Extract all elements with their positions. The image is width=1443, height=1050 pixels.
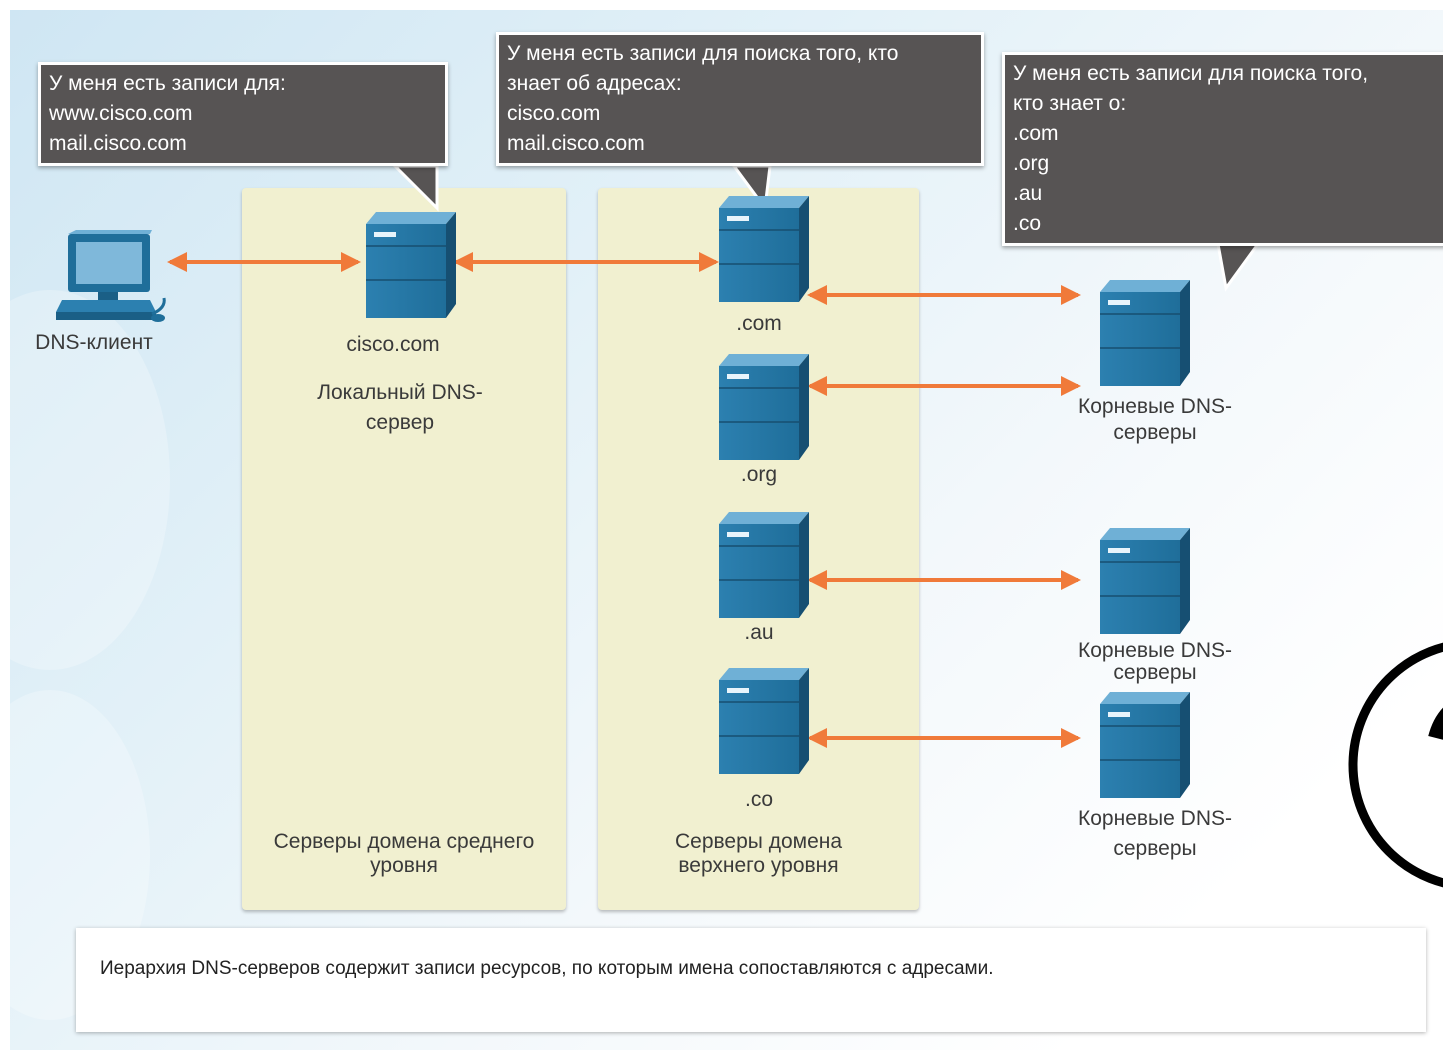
- callout-line: У меня есть записи для:: [49, 72, 286, 95]
- callout-line: www.cisco.com: [49, 102, 193, 125]
- server-au-icon: [718, 511, 810, 619]
- local-server-icon: [365, 211, 457, 319]
- caption-text: Иерархия DNS-серверов содержит записи ре…: [100, 958, 994, 979]
- server-co-icon: [718, 667, 810, 775]
- label-line: Корневые DNS-: [1078, 395, 1232, 418]
- root-callout: У меня есть записи для поиска того, кто …: [1002, 52, 1443, 246]
- root-label: Корневые DNS- серверы: [1040, 804, 1270, 864]
- root-server-icon: [1099, 527, 1191, 635]
- label-line: Корневые DNS-: [1078, 807, 1232, 830]
- root-label: Корневые DNS- серверы: [1040, 640, 1270, 684]
- label-line: серверы: [1113, 837, 1197, 860]
- root-server-icon: [1099, 691, 1191, 799]
- callout-line: .org: [1013, 152, 1050, 175]
- callout-line: У меня есть записи для поиска того, кто: [507, 42, 899, 65]
- root-server-icon: [1099, 279, 1191, 387]
- help-icon[interactable]: [1348, 642, 1443, 888]
- local-server-role: Локальный DNS- сервер: [260, 378, 540, 438]
- label-line: серверы: [1113, 661, 1197, 684]
- callout-tail: [391, 164, 439, 212]
- mid-panel-label: Серверы домена среднего уровня: [248, 830, 560, 878]
- label-line: Локальный DNS-: [317, 381, 483, 404]
- label-line: верхнего уровня: [678, 854, 839, 877]
- callout-line: кто знает о:: [1013, 92, 1127, 115]
- callout-line: mail.cisco.com: [49, 132, 187, 155]
- callout-line: .co: [1013, 212, 1042, 235]
- callout-line: У меня есть записи для поиска того,: [1013, 62, 1369, 85]
- callout-line: .com: [1013, 122, 1059, 145]
- com-callout: У меня есть записи для поиска того, кто …: [496, 32, 984, 166]
- label-line: Серверы домена среднего: [273, 830, 535, 853]
- root-label: Корневые DNS- серверы: [1040, 394, 1270, 446]
- tld-label-au: .au: [744, 621, 774, 644]
- label-line: сервер: [365, 411, 435, 434]
- label-line: Корневые DNS-: [1078, 639, 1232, 662]
- callout-line: .au: [1013, 182, 1043, 205]
- caption-box: Иерархия DNS-серверов содержит записи ре…: [76, 928, 1426, 1032]
- callout-tail: [1216, 242, 1261, 292]
- tld-label-co: .co: [744, 788, 773, 811]
- tld-label-org: .org: [740, 463, 778, 486]
- callout-line: mail.cisco.com: [507, 132, 645, 155]
- server-com-icon: [718, 195, 810, 303]
- callout-line: знает об адресах:: [507, 72, 682, 95]
- local-server-name: cisco.com: [346, 333, 440, 356]
- top-panel-label: Серверы домена верхнего уровня: [604, 830, 913, 878]
- client-label: DNS-клиент: [35, 331, 153, 354]
- server-org-icon: [718, 353, 810, 461]
- callout-line: cisco.com: [507, 102, 601, 125]
- label-line: уровня: [370, 854, 438, 877]
- label-line: серверы: [1113, 421, 1197, 444]
- label-line: Серверы домена: [674, 830, 843, 853]
- local-callout: У меня есть записи для: www.cisco.com ma…: [38, 62, 448, 166]
- tld-label-com: .com: [736, 312, 782, 335]
- computer-icon: [56, 230, 166, 322]
